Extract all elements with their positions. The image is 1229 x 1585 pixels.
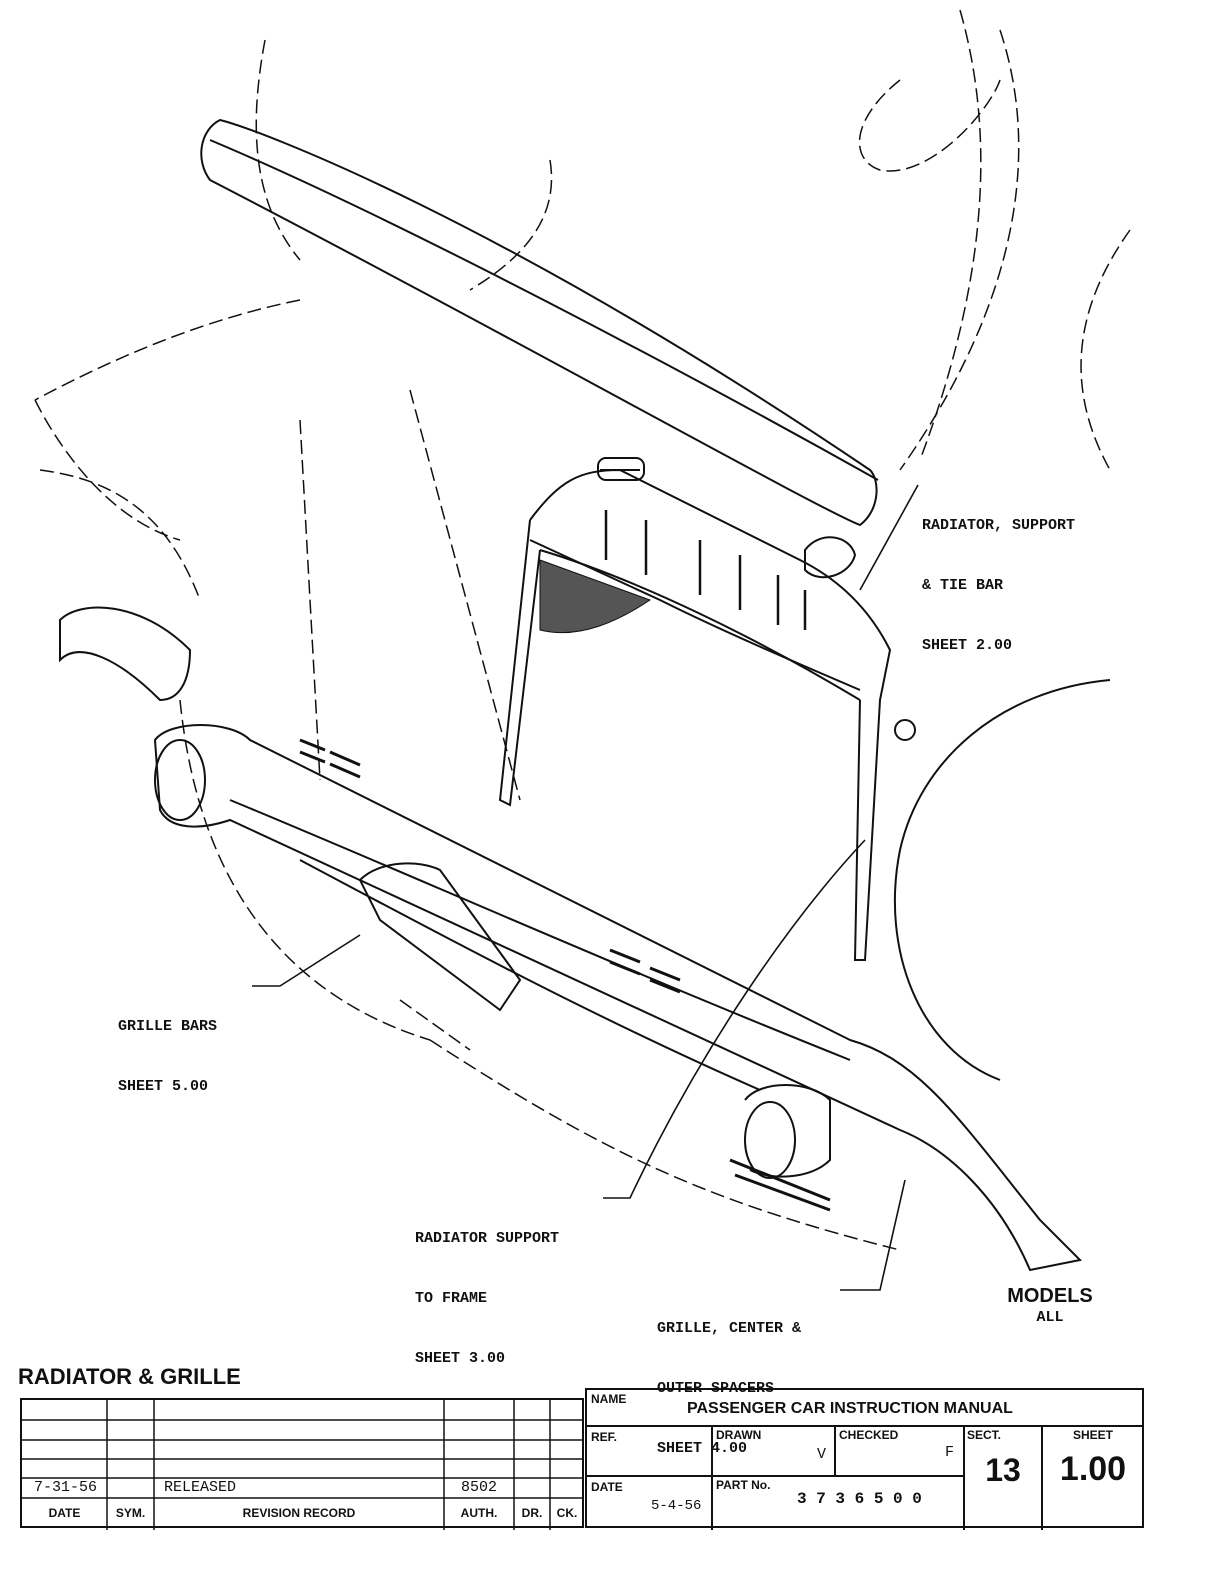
header-ck: CK. [556, 1506, 578, 1520]
checked-value: F [945, 1444, 955, 1461]
callout-radiator-support-tie-bar: RADIATOR, SUPPORT & TIE BAR SHEET 2.00 [922, 476, 1075, 676]
callout-line: SHEET 4.00 [657, 1440, 748, 1457]
checked-label: CHECKED [839, 1428, 899, 1442]
revision-record: RELEASED [164, 1479, 237, 1496]
drawn-value: V [817, 1446, 827, 1463]
models-value: ALL [1036, 1309, 1064, 1326]
revision-grid [22, 1400, 584, 1530]
callout-line: GRILLE BARS [118, 1018, 218, 1035]
title-block-grid [587, 1425, 1144, 1530]
callout-line: SHEET 2.00 [922, 637, 1013, 654]
revision-table: 7-31-56 RELEASED 8502 DATE SYM. REVISION… [20, 1398, 584, 1530]
header-dr: DR. [521, 1506, 543, 1520]
header-auth: AUTH. [460, 1506, 498, 1520]
models-block: MODELS ALL [1000, 1285, 1100, 1328]
date-label: DATE [591, 1480, 623, 1494]
header-sym: SYM. [115, 1506, 146, 1520]
revision-date: 7-31-56 [33, 1479, 97, 1496]
ref-label: REF. [591, 1430, 618, 1444]
sect-value: 13 [985, 1452, 1021, 1488]
header-date: DATE [48, 1506, 81, 1520]
callout-line: SHEET 3.00 [415, 1350, 506, 1367]
title-block: NAME PASSENGER CAR INSTRUCTION MANUAL RE… [585, 1388, 1144, 1530]
models-label: MODELS [1007, 1285, 1093, 1307]
sheet-value: 1.00 [1059, 1450, 1127, 1488]
callout-grille-bars: GRILLE BARS SHEET 5.00 [118, 977, 217, 1117]
part-number: 3 7 3 6 5 0 0 [797, 1490, 922, 1508]
callout-line: & TIE BAR [922, 577, 1004, 594]
date-value: 5-4-56 [651, 1498, 702, 1514]
document-name: PASSENGER CAR INSTRUCTION MANUAL [687, 1400, 1013, 1417]
callout-line: SHEET 5.00 [118, 1078, 209, 1095]
sheet-label: SHEET [1072, 1428, 1113, 1442]
callout-line: TO FRAME [415, 1290, 488, 1307]
sect-label: SECT. [967, 1428, 1002, 1442]
radiator-grille-illustration [34, 9, 1131, 1291]
callout-radiator-support-frame: RADIATOR SUPPORT TO FRAME SHEET 3.00 [415, 1189, 559, 1389]
name-label: NAME [591, 1392, 627, 1406]
leader-tie-bar [859, 484, 919, 591]
header-revision-record: REVISION RECORD [242, 1506, 356, 1520]
callout-line: GRILLE, CENTER & [657, 1320, 802, 1337]
callout-line: RADIATOR SUPPORT [415, 1230, 560, 1247]
revision-auth: 8502 [460, 1479, 497, 1496]
drawn-label: DRAWN [716, 1428, 762, 1442]
page-title: RADIATOR & GRILLE [18, 1364, 241, 1389]
callout-line: RADIATOR, SUPPORT [922, 517, 1076, 534]
part-label: PART No. [716, 1478, 771, 1492]
